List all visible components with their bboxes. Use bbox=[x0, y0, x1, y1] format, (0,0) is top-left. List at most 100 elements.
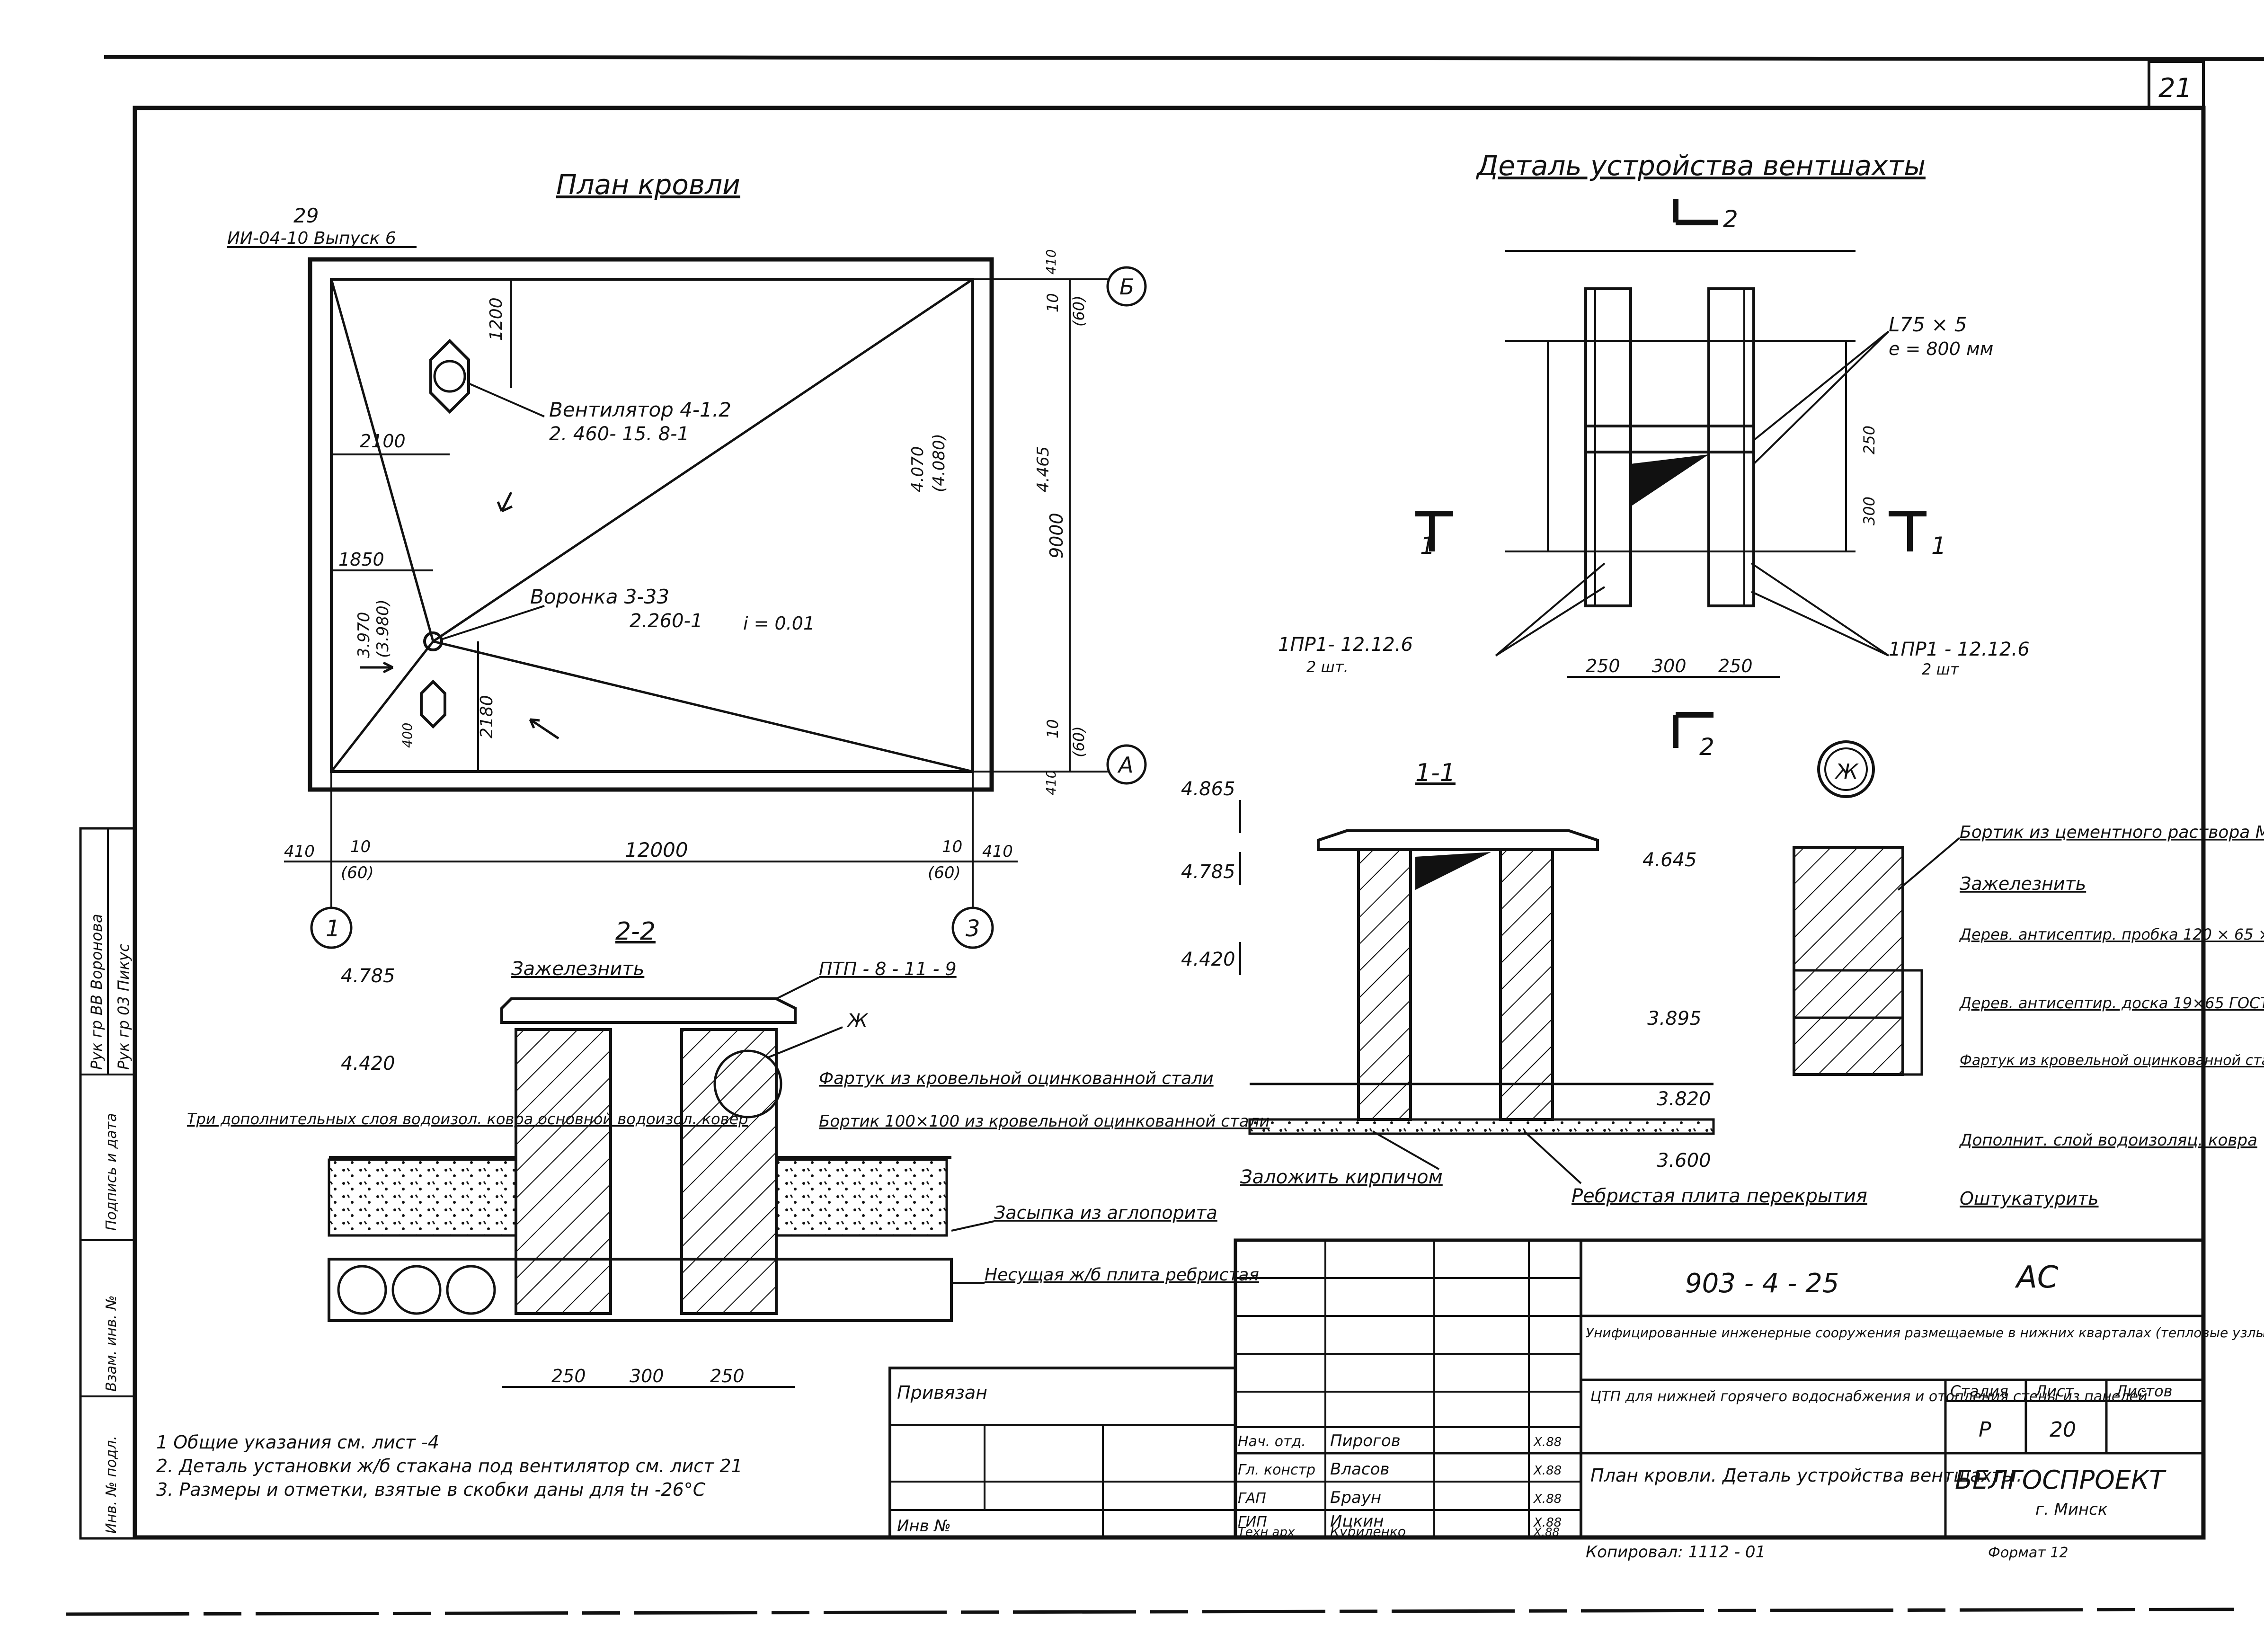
top-border-line bbox=[104, 55, 2264, 61]
dim-4465: 4.465 bbox=[1034, 446, 1053, 492]
dim-3970: 3.970 bbox=[355, 612, 373, 658]
s22-wall-left bbox=[515, 1028, 612, 1315]
dim-10-left: 10 bbox=[350, 837, 371, 856]
funnel-label: Воронка 3-33 bbox=[530, 585, 669, 608]
zh-leader bbox=[766, 1026, 843, 1059]
elev-4645: 4.645 bbox=[1643, 849, 1697, 871]
section-1-label-right: 1 bbox=[1931, 532, 1946, 560]
s22-note-apron: Фартук из кровельной оцинкованной стали bbox=[819, 1069, 1214, 1088]
side-stamp-orig-inv: Инв. № подл. bbox=[103, 1436, 120, 1534]
detail-zh-leader bbox=[1897, 837, 1961, 891]
sig-role-3: ГАП bbox=[1238, 1490, 1266, 1507]
roof-outer-outline bbox=[308, 257, 994, 792]
tb-sheet-header: Лист bbox=[2035, 1382, 2074, 1400]
roof-plan-ref-series: ИИ-04-10 Выпуск 6 bbox=[227, 229, 396, 248]
lintel-leader bbox=[1495, 562, 1606, 657]
dim-3980: (3.980) bbox=[373, 599, 392, 658]
section-2-mark-bottom bbox=[1673, 712, 1714, 748]
dim-300-a: 300 bbox=[1652, 656, 1687, 676]
vent-cap bbox=[1317, 829, 1599, 851]
section-1-1: 1-1 4.865 4.785 4.420 4.645 3.895 3.820 … bbox=[1181, 759, 1867, 1207]
slope-line bbox=[330, 640, 434, 773]
vent-post-left bbox=[1584, 287, 1632, 607]
detail-zh: Ж Бортик из цементного раствора М50 Заже… bbox=[1793, 740, 2264, 1209]
s22-insulation-left bbox=[328, 1158, 517, 1237]
title-block: 903 - 4 - 25 АС Унифицированные инженерн… bbox=[888, 1238, 2264, 1562]
tb-stage-header: Стадия bbox=[1950, 1382, 2008, 1400]
vent-cap-angle bbox=[1415, 852, 1491, 890]
s22-insulation-right bbox=[775, 1158, 948, 1237]
section-2-mark-top bbox=[1673, 199, 1718, 225]
axis-marker-a bbox=[1106, 744, 1147, 785]
s22-note-fill: Засыпка из аглопорита bbox=[994, 1202, 1217, 1223]
axis-marker-1 bbox=[310, 906, 353, 949]
s22-wall-right bbox=[680, 1028, 778, 1315]
section-1-1-fill-note: Заложить кирпичом bbox=[1240, 1166, 1443, 1188]
sig-name-1: Пирогов bbox=[1330, 1431, 1401, 1450]
tb-sheet: 20 bbox=[2050, 1418, 2076, 1442]
dim-4070: 4.070 bbox=[908, 446, 927, 492]
dim-1850: 1850 bbox=[338, 549, 384, 570]
detail-zh-note-7: Оштукатурить bbox=[1960, 1188, 2099, 1209]
s22-slab bbox=[328, 1258, 953, 1322]
slope-line bbox=[432, 278, 974, 643]
roof-plan-title: План кровли bbox=[556, 169, 740, 201]
roof-plan: План кровли 29 ИИ-04-10 Выпуск 6 Воронка… bbox=[227, 169, 1147, 949]
s22-dim-300: 300 bbox=[630, 1366, 664, 1386]
dim-9000: 9000 bbox=[1046, 513, 1067, 559]
dim-250-a: 250 bbox=[1586, 656, 1620, 676]
slab-leader bbox=[1523, 1130, 1582, 1184]
tb-format: Формат 12 bbox=[1988, 1545, 2068, 1561]
roof-slab bbox=[1248, 1118, 1715, 1135]
sig-date-5: Х.88 bbox=[1533, 1526, 1560, 1539]
cap-leader bbox=[776, 977, 819, 1000]
sig-role-2: Гл. констр bbox=[1238, 1462, 1315, 1478]
vent-wall-left bbox=[1357, 848, 1412, 1121]
lintel-leader bbox=[1751, 591, 1889, 657]
lintel-left-qty: 2 шт. bbox=[1306, 658, 1349, 676]
elev-3820: 3.820 bbox=[1657, 1088, 1711, 1110]
vent-angle-label: L75 × 5 bbox=[1889, 313, 1967, 336]
section-2-2-title: 2-2 bbox=[615, 917, 656, 946]
s22-note-slab: Несущая ж/б плита ребристая bbox=[985, 1265, 1259, 1285]
slope-line bbox=[330, 279, 435, 642]
detail-zh-callout bbox=[713, 1049, 782, 1119]
dim-400: 400 bbox=[400, 723, 415, 748]
tb-stage: Р bbox=[1979, 1418, 1991, 1442]
slab-void bbox=[446, 1265, 496, 1315]
dim-60-right: (60) bbox=[928, 863, 961, 882]
sig-name-4: Ицкин bbox=[1330, 1512, 1384, 1531]
vent-detail: Деталь устройства вентшахты 2 2 L75 × 5 … bbox=[1278, 150, 2030, 761]
dim-4080: (4.080) bbox=[930, 434, 949, 492]
dim-300-vertical: 300 bbox=[1860, 497, 1878, 525]
axis-label-b: Б bbox=[1119, 274, 1135, 300]
dim-2100: 2100 bbox=[360, 431, 406, 452]
dim-60-top: (60) bbox=[1070, 295, 1088, 327]
side-stamp-row-2: Рук гр 03 Пикус bbox=[115, 943, 133, 1070]
detail-zh-note-5: Фартук из кровельной оцинкованной стали … bbox=[1960, 1052, 2264, 1069]
tb-copied: Копировал: 1112 - 01 bbox=[1586, 1543, 1766, 1562]
section-2-label-bottom: 2 bbox=[1699, 733, 1714, 761]
sig-role-4: ГИП bbox=[1238, 1514, 1267, 1530]
section-1-label-left: 1 bbox=[1420, 532, 1435, 560]
ventilator-circle bbox=[433, 360, 466, 393]
fill-leader bbox=[951, 1220, 994, 1232]
detail-zh-marker-label: Ж bbox=[1834, 760, 1859, 784]
tb-project-code: 903 - 4 - 25 bbox=[1685, 1268, 1839, 1299]
privyazan-label: Привязан bbox=[897, 1382, 987, 1403]
tb-mark: АС bbox=[2015, 1260, 2059, 1295]
side-stamp: Рук гр ВВ Воронова Рук гр 03 Пикус Подпи… bbox=[79, 827, 136, 1540]
dim-1200: 1200 bbox=[487, 297, 506, 341]
tb-sheet-title: План кровли. Деталь устройства вентшахты… bbox=[1590, 1465, 2022, 1486]
slope-line bbox=[433, 640, 973, 773]
s22-dim-250-a: 250 bbox=[551, 1366, 586, 1386]
detail-zh-board bbox=[1901, 969, 1923, 1076]
vent-angle-fill bbox=[1631, 454, 1709, 506]
tb-org: БЕЛГОСПРОЕКТ bbox=[1955, 1465, 2166, 1495]
dim-10-right: 10 bbox=[942, 837, 962, 856]
elev-4785-s22: 4.785 bbox=[341, 965, 395, 987]
section-2-2: 2-2 Зажелезнить ПТП - 8 - 11 - 9 4.785 4… bbox=[187, 917, 1270, 1388]
detail-zh-note-1: Бортик из цементного раствора М50 bbox=[1960, 823, 2264, 842]
section-1-1-title: 1-1 bbox=[1415, 759, 1456, 787]
s22-note-layers: Три дополнительных слоя водоизол. ковра … bbox=[187, 1110, 748, 1128]
